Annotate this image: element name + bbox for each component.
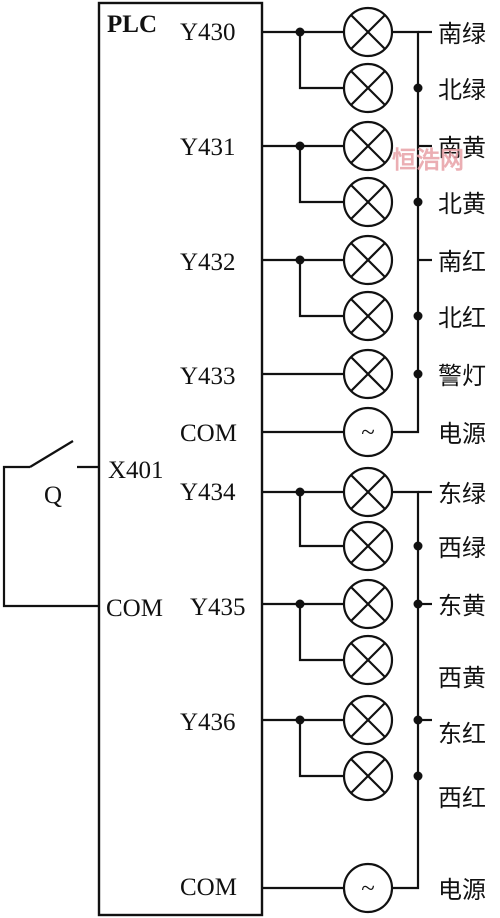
lamp-south-yellow bbox=[342, 120, 394, 172]
label-north-red: 北红 bbox=[438, 304, 486, 332]
lamp-east-green bbox=[342, 466, 394, 518]
terminal-y434: Y434 bbox=[180, 479, 236, 506]
lamp-west-yellow bbox=[342, 634, 394, 686]
terminal-input-com: COM bbox=[106, 595, 163, 622]
ac-source-lower: ~ bbox=[342, 862, 394, 914]
ac-symbol-lower: ~ bbox=[361, 875, 375, 902]
label-north-yellow: 北黄 bbox=[438, 190, 486, 218]
ac-symbol-upper: ~ bbox=[361, 419, 375, 446]
plc-box bbox=[97, 1, 264, 917]
label-south-green: 南绿 bbox=[438, 20, 486, 48]
lamp-north-green bbox=[342, 62, 394, 114]
label-east-green: 东绿 bbox=[438, 480, 486, 508]
return-bus-lower bbox=[392, 490, 420, 890]
junction-dots bbox=[295, 27, 423, 781]
lamp-south-green bbox=[342, 6, 394, 58]
label-east-yellow: 东黄 bbox=[438, 592, 486, 620]
switch-q-label: Q bbox=[44, 482, 62, 509]
lamp-west-red bbox=[342, 750, 394, 802]
label-west-green: 西绿 bbox=[438, 534, 486, 562]
terminal-y432: Y432 bbox=[180, 249, 236, 276]
output-branch-wires bbox=[262, 30, 344, 890]
label-warning-light: 警灯 bbox=[438, 362, 486, 390]
lamp-west-green bbox=[342, 520, 394, 572]
label-south-yellow: 南黄 bbox=[438, 134, 486, 162]
terminal-com-upper: COM bbox=[180, 420, 237, 447]
terminal-y436: Y436 bbox=[180, 709, 236, 736]
lamp-east-red bbox=[342, 694, 394, 746]
lamp-south-red bbox=[342, 234, 394, 286]
watermark: 恒浩网 bbox=[392, 146, 464, 174]
label-south-red: 南红 bbox=[438, 248, 486, 276]
ac-source-upper: ~ bbox=[342, 406, 394, 458]
lamp-north-yellow bbox=[342, 176, 394, 228]
label-west-red: 西红 bbox=[438, 784, 486, 812]
label-power-lower: 电源 bbox=[438, 876, 486, 904]
terminal-y431: Y431 bbox=[180, 134, 236, 161]
terminal-x401: X401 bbox=[108, 457, 164, 484]
label-north-green: 北绿 bbox=[438, 76, 486, 104]
label-power-upper: 电源 bbox=[438, 420, 486, 448]
terminal-y433: Y433 bbox=[180, 363, 236, 390]
label-east-red: 东红 bbox=[438, 720, 486, 748]
lamp-warning bbox=[342, 348, 394, 400]
terminal-com-lower: COM bbox=[180, 874, 237, 901]
return-bus-upper bbox=[392, 30, 420, 434]
terminal-y435: Y435 bbox=[190, 594, 246, 621]
lamp-north-red bbox=[342, 290, 394, 342]
input-switch-circuit bbox=[2, 440, 99, 608]
terminal-y430: Y430 bbox=[180, 19, 236, 46]
lamp-east-yellow bbox=[342, 578, 394, 630]
plc-label: PLC bbox=[107, 11, 157, 38]
label-west-yellow: 西黄 bbox=[438, 664, 486, 692]
